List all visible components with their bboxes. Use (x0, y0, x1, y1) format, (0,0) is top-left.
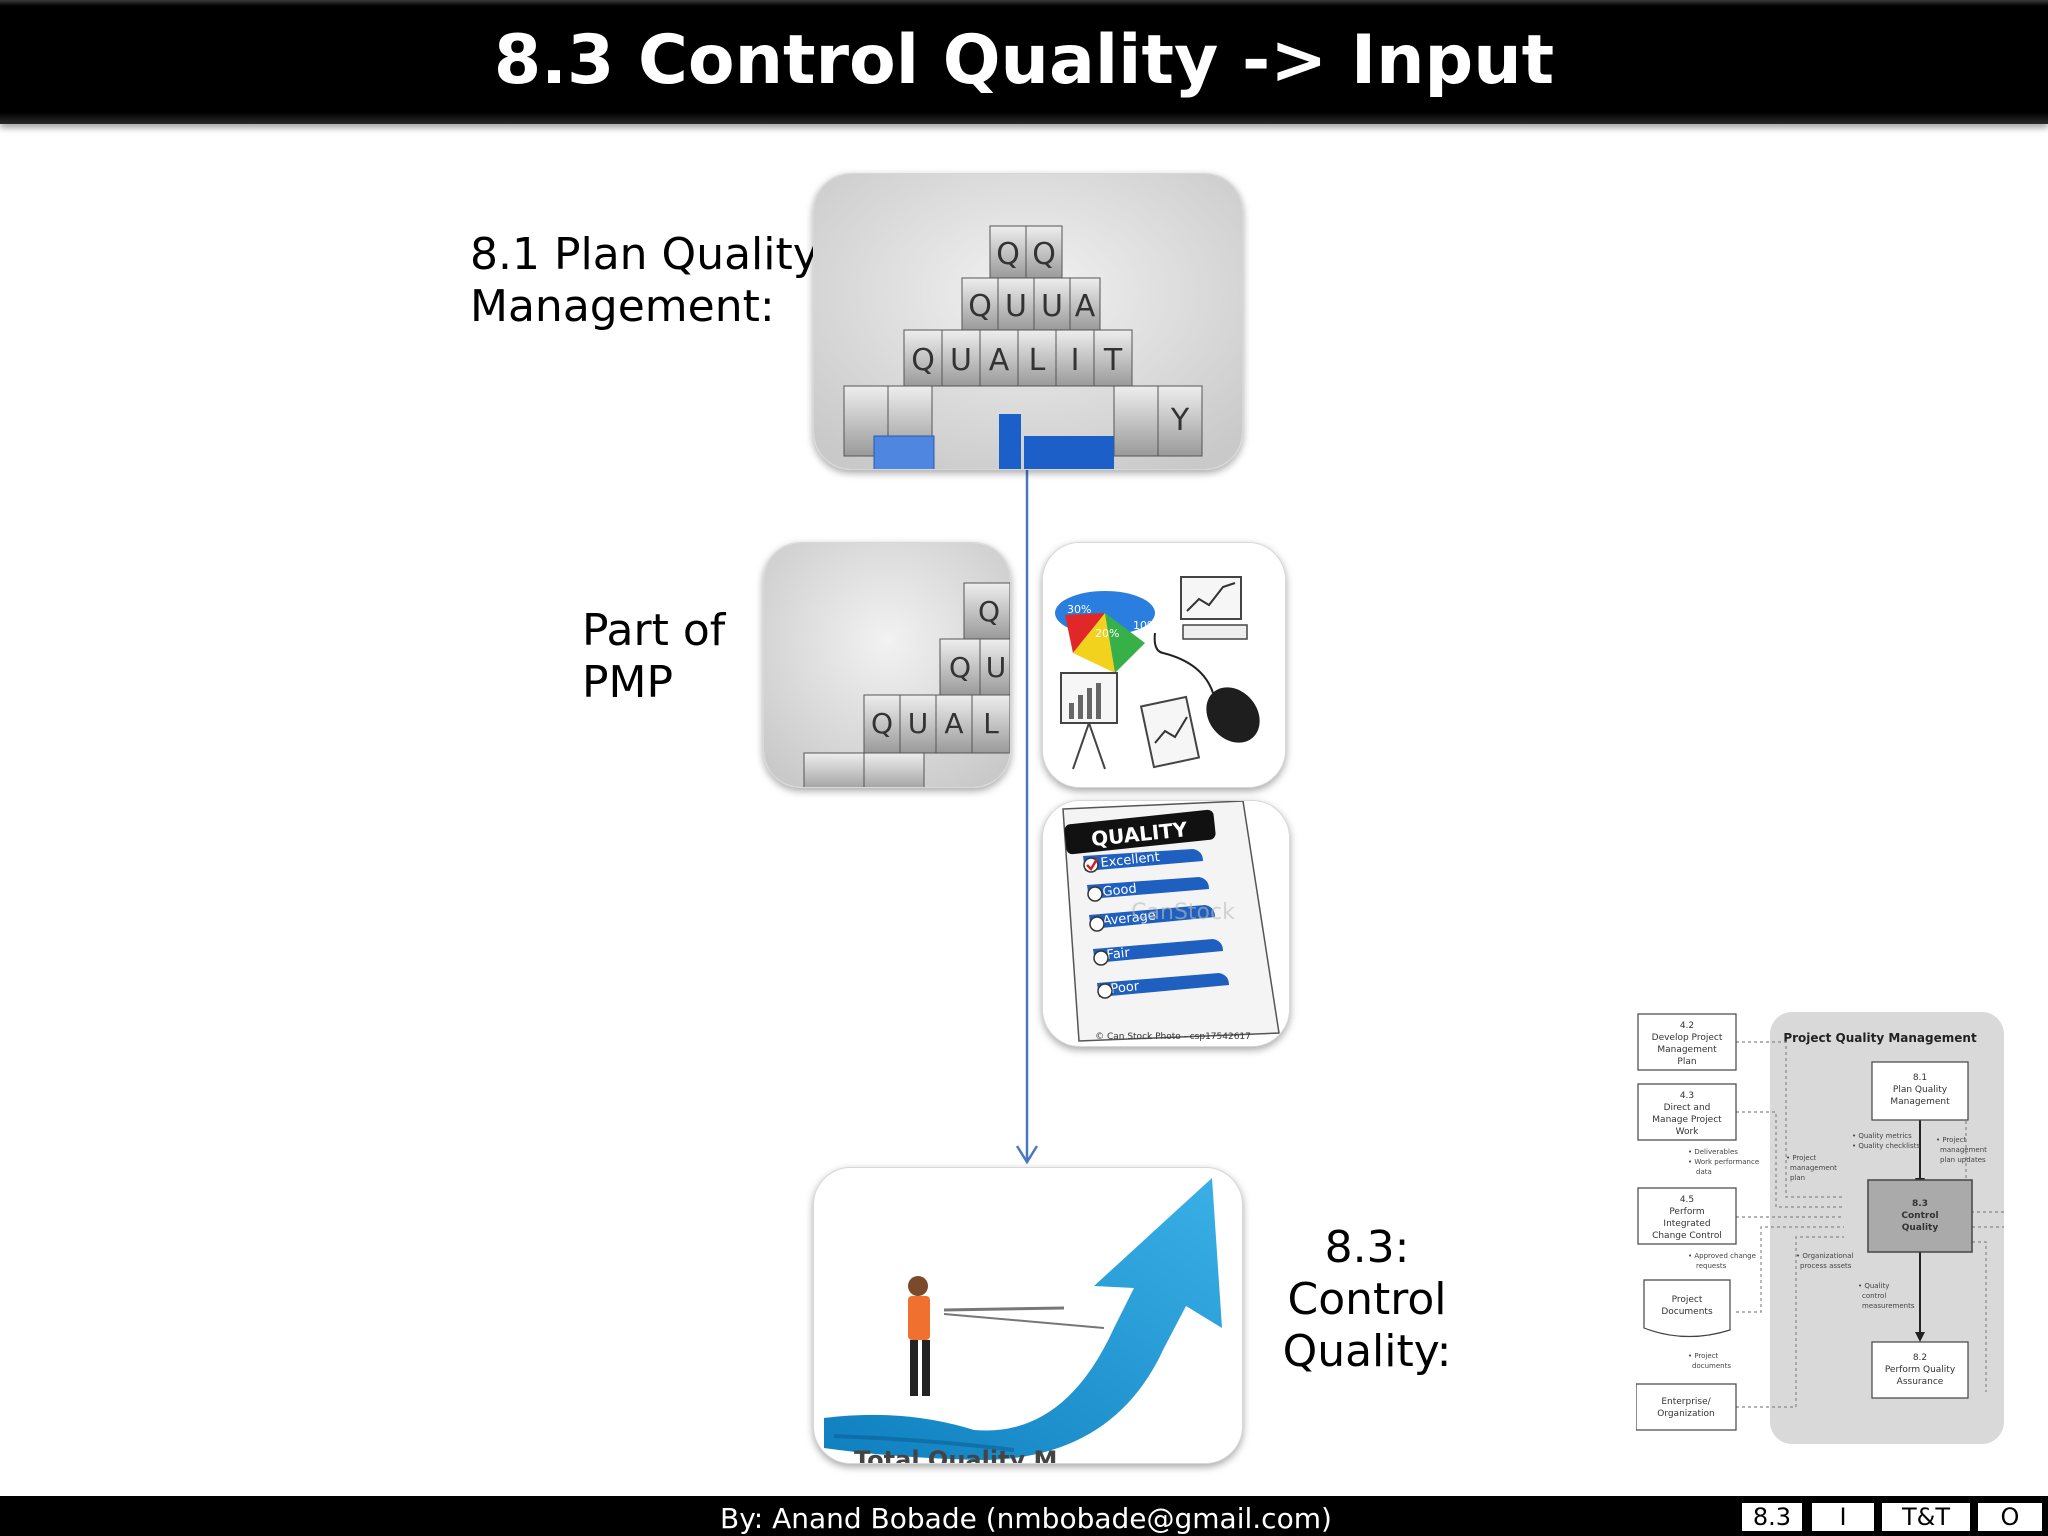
svg-text:Manage Project: Manage Project (1652, 1115, 1722, 1125)
svg-text:Perform Quality: Perform Quality (1885, 1365, 1956, 1375)
svg-text:• Project: • Project (1786, 1154, 1817, 1162)
svg-text:• Approved change: • Approved change (1688, 1252, 1756, 1260)
control-quality-label: 8.3: Control Quality: (1282, 1222, 1452, 1377)
svg-text:Perform: Perform (1669, 1207, 1704, 1217)
cube-letter: Q (1032, 237, 1056, 272)
cube-letter: I (1071, 343, 1080, 378)
svg-text:U: U (986, 651, 1007, 684)
cube-letter: U (950, 343, 972, 378)
svg-text:4.2: 4.2 (1680, 1021, 1694, 1031)
svg-text:• Project: • Project (1688, 1352, 1719, 1360)
svg-text:Management: Management (1657, 1045, 1717, 1055)
svg-text:Plan: Plan (1677, 1057, 1696, 1067)
nav-button-input[interactable]: I (1810, 1501, 1876, 1533)
svg-text:process assets: process assets (1800, 1262, 1852, 1270)
svg-text:Documents: Documents (1661, 1307, 1713, 1317)
nav-button-section[interactable]: 8.3 (1740, 1501, 1804, 1533)
cube-letter: A (1075, 289, 1096, 324)
plan-quality-label: 8.1 Plan Quality Management: (470, 229, 819, 332)
svg-text:Integrated: Integrated (1663, 1219, 1710, 1229)
cube-letter: Y (1170, 403, 1190, 438)
author-credit: By: Anand Bobade (nmbobade@gmail.com) (720, 1502, 1332, 1535)
svg-text:© Can Stock Photo - csp1754261: © Can Stock Photo - csp17542617 (1095, 1032, 1251, 1042)
quality-checklist-image: QUALITY Excellent Good Average Fair Poor… (1042, 800, 1290, 1047)
svg-text:Project: Project (1672, 1295, 1703, 1305)
cube-letter: Q (911, 343, 935, 378)
svg-text:8.1: 8.1 (1913, 1073, 1927, 1083)
cube-letter: Q (968, 289, 992, 324)
svg-text:Q: Q (978, 595, 1000, 628)
svg-text:Q: Q (871, 707, 893, 740)
cube-letter: A (989, 343, 1010, 378)
svg-text:control: control (1862, 1292, 1886, 1300)
quality-cubes-image: Q Q Q U U A Q U A L I T Y (813, 173, 1243, 470)
svg-text:• Quality: • Quality (1858, 1282, 1889, 1290)
svg-text:Direct and: Direct and (1664, 1103, 1711, 1113)
project-quality-management-diagram: Project Quality Management (1635, 1012, 2004, 1444)
footer-bar (0, 1496, 2048, 1536)
cube-letter: U (1041, 289, 1063, 324)
svg-text:30%: 30% (1067, 603, 1091, 616)
svg-text:Project Quality Management: Project Quality Management (1783, 1031, 1977, 1045)
svg-text:20%: 20% (1095, 627, 1119, 640)
svg-text:plan updates: plan updates (1940, 1156, 1986, 1164)
svg-text:• Work performance: • Work performance (1688, 1158, 1759, 1166)
svg-text:40%: 40% (1093, 563, 1117, 576)
svg-text:Assurance: Assurance (1897, 1377, 1944, 1387)
svg-text:Plan Quality: Plan Quality (1893, 1085, 1948, 1095)
part-of-pmp-label: Part of PMP (582, 605, 726, 708)
svg-text:Excellent: Excellent (1100, 850, 1161, 871)
cube-letter: T (1103, 343, 1123, 378)
svg-text:plan: plan (1790, 1174, 1805, 1182)
svg-text:• Deliverables: • Deliverables (1688, 1148, 1738, 1156)
svg-text:4.3: 4.3 (1680, 1091, 1694, 1101)
svg-text:requests: requests (1696, 1262, 1727, 1270)
svg-text:Change Control: Change Control (1652, 1231, 1722, 1241)
svg-text:Control: Control (1901, 1211, 1938, 1221)
svg-text:Work: Work (1676, 1127, 1700, 1137)
cube-letter: Q (996, 237, 1020, 272)
svg-text:• Quality checklists: • Quality checklists (1852, 1142, 1920, 1150)
svg-text:• Quality metrics: • Quality metrics (1852, 1132, 1912, 1140)
svg-text:Fair: Fair (1106, 946, 1131, 963)
svg-text:Total Quality M: Total Quality M (854, 1446, 1057, 1463)
svg-text:8.2: 8.2 (1913, 1353, 1927, 1363)
svg-text:data: data (1696, 1168, 1712, 1176)
svg-text:measurements: measurements (1862, 1302, 1915, 1310)
svg-text:Good: Good (1102, 881, 1138, 899)
svg-text:U: U (908, 707, 929, 740)
analytics-image: 40% 30% 20% 10% (1042, 542, 1286, 788)
svg-text:management: management (1940, 1146, 1987, 1154)
svg-text:4.5: 4.5 (1680, 1195, 1694, 1205)
svg-text:• Project: • Project (1936, 1136, 1967, 1144)
svg-text:Management: Management (1890, 1097, 1950, 1107)
nav-button-output[interactable]: O (1976, 1501, 2044, 1533)
svg-text:8.3: 8.3 (1912, 1199, 1928, 1209)
svg-text:documents: documents (1692, 1362, 1731, 1370)
svg-text:Quality: Quality (1902, 1223, 1939, 1233)
svg-text:Q: Q (949, 651, 971, 684)
svg-text:Enterprise/: Enterprise/ (1661, 1397, 1711, 1407)
svg-text:Average: Average (1102, 908, 1157, 928)
svg-text:Develop Project: Develop Project (1652, 1033, 1723, 1043)
svg-text:10%: 10% (1133, 619, 1157, 632)
title-bar: 8.3 Control Quality -> Input (0, 0, 2048, 124)
svg-text:CanStock: CanStock (1131, 900, 1235, 925)
nav-button-tools[interactable]: T&T (1880, 1501, 1972, 1533)
svg-text:management: management (1790, 1164, 1837, 1172)
control-quality-image: Total Quality M (813, 1167, 1243, 1464)
svg-text:Poor: Poor (1110, 979, 1141, 997)
svg-text:Organization: Organization (1657, 1409, 1715, 1419)
slide-title: 8.3 Control Quality -> Input (493, 20, 1555, 100)
cube-letter: L (1029, 343, 1046, 378)
svg-text:L: L (983, 707, 999, 740)
svg-text:A: A (944, 707, 963, 740)
cube-letter: U (1005, 289, 1027, 324)
svg-text:• Organizational: • Organizational (1796, 1252, 1853, 1260)
